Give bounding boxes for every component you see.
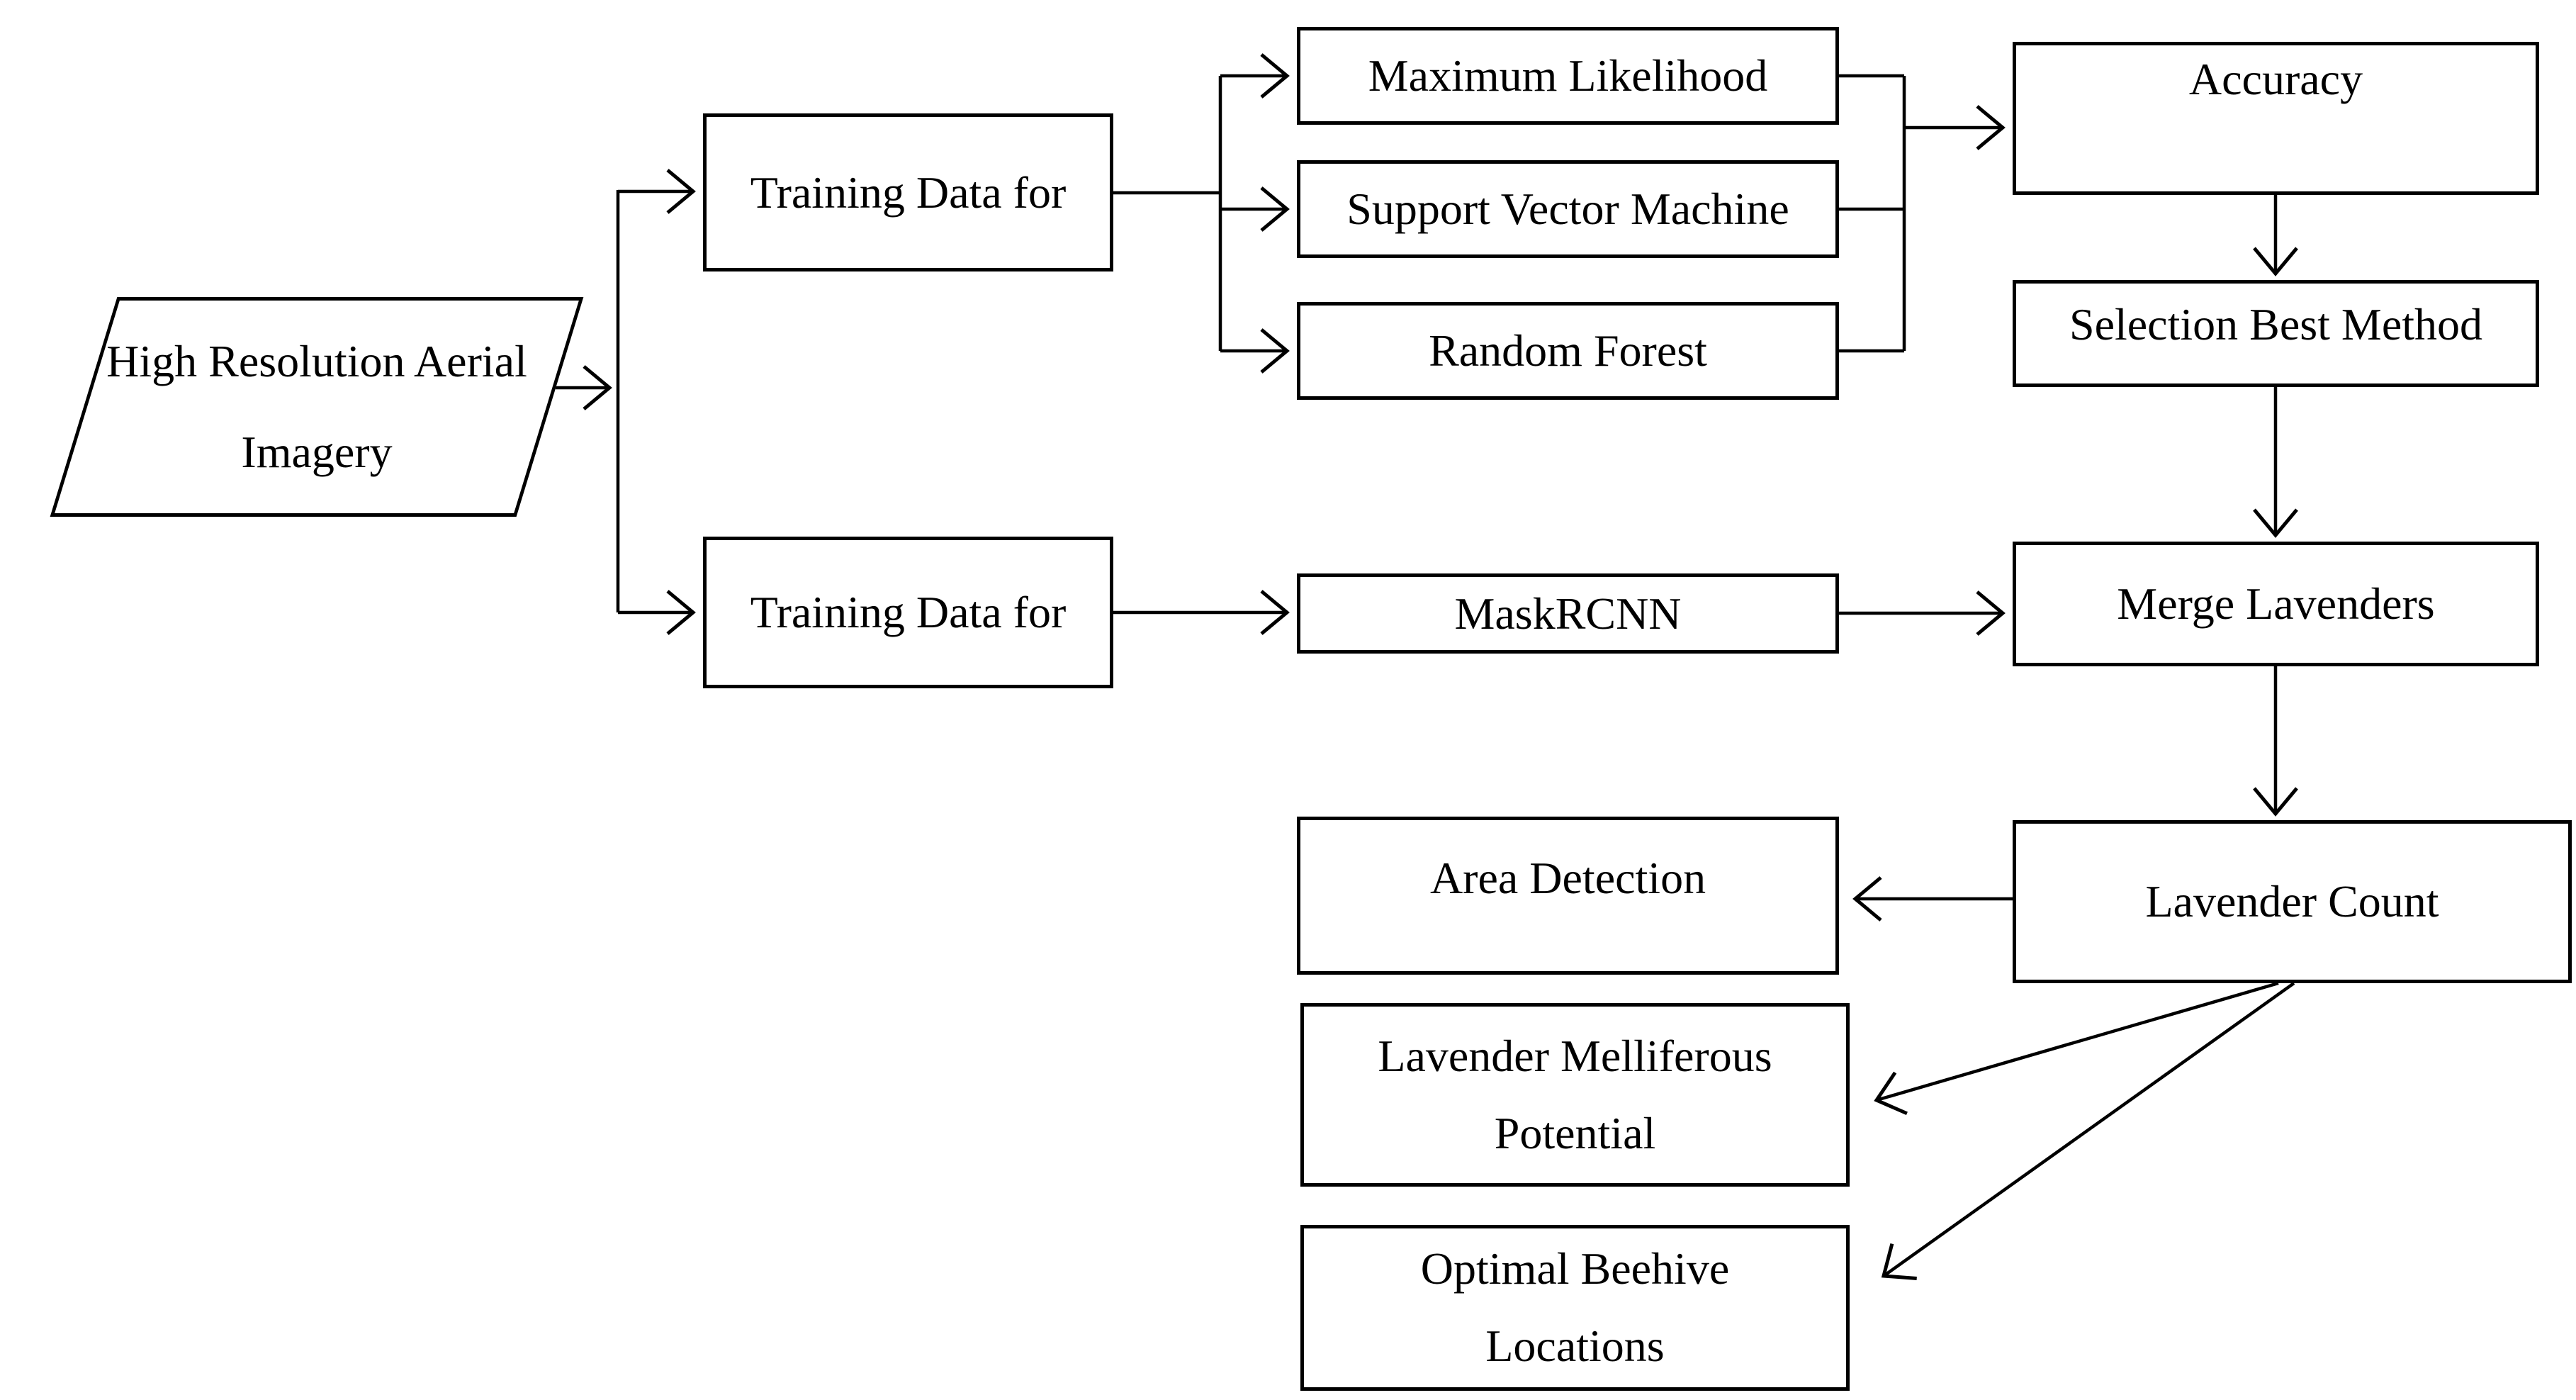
node-area-detection: Area Detection (1297, 817, 1839, 975)
node-label: Lavender Count (2145, 876, 2439, 927)
node-label: Training Data for (750, 167, 1067, 218)
edge-lavender-count-to-melliferous (1874, 981, 2279, 1116)
label-line-1: High Resolution (106, 336, 405, 386)
edge-lavender-count-to-beehive (1881, 982, 2295, 1281)
node-label: Optimal Beehive Locations (1421, 1231, 1729, 1385)
node-high-resolution-aerial-imagery: High Resolution Aerial Imagery (50, 297, 584, 517)
node-training-data-bottom: Training Data for (703, 537, 1113, 688)
label-line-2: Locations (1485, 1321, 1665, 1371)
node-accuracy: Accuracy (2013, 42, 2539, 195)
node-label: MaskRCNN (1454, 588, 1682, 639)
label-line-2: Potential (1494, 1107, 1656, 1158)
label-line-1: Optimal Beehive (1420, 1243, 1730, 1294)
node-label: Support Vector Machine (1346, 184, 1789, 235)
node-support-vector-machine: Support Vector Machine (1297, 160, 1839, 258)
node-label: High Resolution Aerial Imagery (87, 316, 546, 498)
node-optimal-beehive-locations: Optimal Beehive Locations (1300, 1225, 1850, 1391)
node-label: Training Data for (750, 587, 1067, 638)
node-random-forest: Random Forest (1297, 302, 1839, 400)
node-label: Selection Best Method (2069, 299, 2483, 350)
node-lavender-melliferous-potential: Lavender Melliferous Potential (1300, 1003, 1850, 1187)
node-label: Maximum Likelihood (1368, 50, 1768, 101)
node-lavender-count: Lavender Count (2013, 820, 2572, 983)
node-label: Merge Lavenders (2117, 578, 2435, 629)
label-line-1: Lavender Melliferous (1378, 1030, 1772, 1081)
node-label: Accuracy (2188, 54, 2363, 105)
node-selection-best-method: Selection Best Method (2013, 280, 2539, 387)
node-merge-lavenders: Merge Lavenders (2013, 542, 2539, 666)
node-label: Random Forest (1429, 325, 1707, 376)
node-maximum-likelihood: Maximum Likelihood (1297, 27, 1839, 125)
node-maskrcnn: MaskRCNN (1297, 573, 1839, 654)
node-label: Lavender Melliferous Potential (1378, 1018, 1772, 1172)
node-training-data-top: Training Data for (703, 113, 1113, 271)
node-label: Area Detection (1429, 852, 1706, 903)
